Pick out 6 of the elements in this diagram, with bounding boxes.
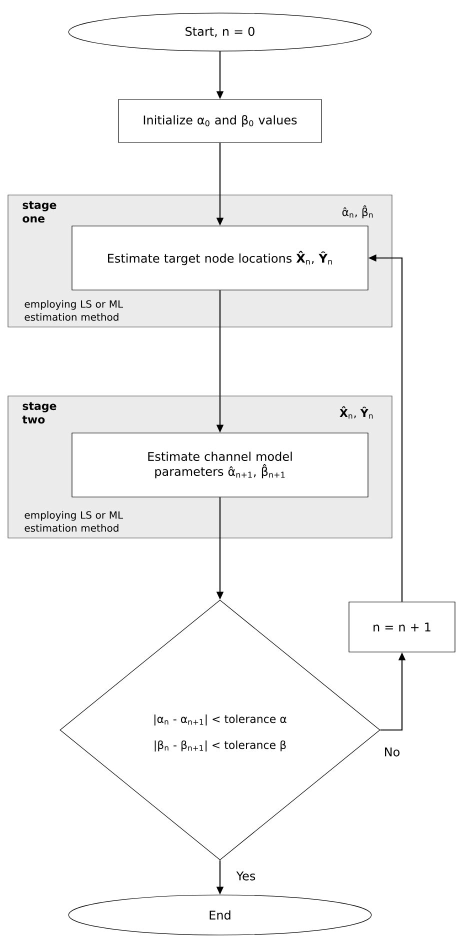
process-box: Estimate target node locations X̂$_{n}$, Ŷ$_{n}$ [72, 226, 368, 290]
process-box: n = n + 1 [348, 602, 456, 652]
edge-label: No [382, 746, 402, 758]
edge-label: Yes [235, 870, 257, 882]
process-box: Estimate channel model parameters α̂$_{n+1}$, β̂$_{n+1}$ [72, 432, 368, 498]
process-box: Initialize α$_{0}$ and β$_{0}$ values [118, 99, 322, 143]
